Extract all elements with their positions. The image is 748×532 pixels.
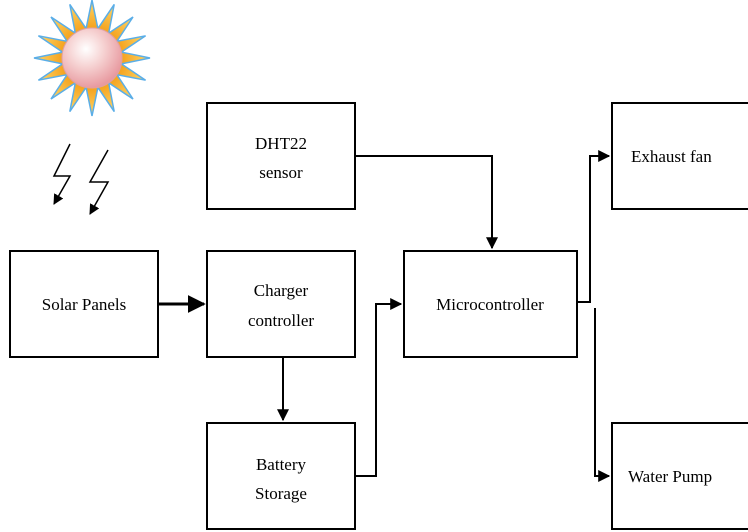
microcontroller-label: Microcontroller — [436, 295, 544, 314]
sun-disc — [61, 27, 123, 89]
water-pump-label: Water Pump — [628, 467, 712, 486]
arrow-dht22-to-microcontroller — [355, 155, 498, 250]
exhaust-fan-label: Exhaust fan — [631, 147, 712, 166]
water-pump-block: Water Pump — [611, 422, 748, 530]
lightning-bolt-icon — [52, 143, 72, 205]
sun-icon — [33, 0, 151, 117]
lightning-bolt-icon — [88, 149, 110, 215]
arrow-microcontroller-to-exhaust-fan — [577, 150, 611, 303]
solar-panels-label: Solar Panels — [42, 295, 127, 314]
arrow-battery-to-microcontroller — [355, 298, 403, 477]
charger-controller-label-line1: Charger — [254, 281, 309, 300]
microcontroller-block: Microcontroller — [403, 250, 578, 358]
battery-storage-label-line2: Storage — [255, 484, 307, 503]
battery-storage-block: Battery Storage — [206, 422, 356, 530]
charger-controller-block: Charger controller — [206, 250, 356, 358]
arrow-microcontroller-to-water-pump — [594, 308, 611, 482]
dht22-sensor-label-line1: DHT22 — [255, 134, 307, 153]
solar-panels-block: Solar Panels — [9, 250, 159, 358]
dht22-sensor-block: DHT22 sensor — [206, 102, 356, 210]
battery-storage-label-line1: Battery — [256, 455, 307, 474]
dht22-sensor-label-line2: sensor — [259, 163, 303, 182]
exhaust-fan-block: Exhaust fan — [611, 102, 748, 210]
charger-controller-label-line2: controller — [248, 311, 314, 330]
